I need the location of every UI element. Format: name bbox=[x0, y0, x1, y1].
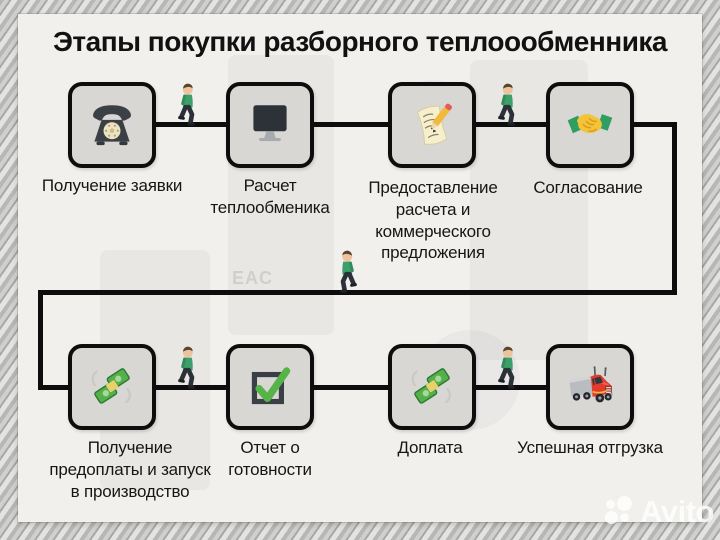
avito-brand-text: Avito bbox=[640, 494, 714, 529]
step-label-8: Успешная отгрузка bbox=[517, 438, 663, 457]
step-label-1: Получение заявки bbox=[41, 176, 183, 195]
connector-right-vertical bbox=[672, 122, 677, 295]
connector-left-vertical bbox=[38, 290, 43, 390]
walking-person-icon bbox=[178, 83, 195, 126]
step-box-4 bbox=[546, 82, 634, 168]
step-box-1 bbox=[68, 82, 156, 168]
avito-logo-icon bbox=[605, 496, 635, 528]
step-label-5: Получение предоплаты и запуск в производ… bbox=[49, 438, 211, 501]
step-label-6: Отчет о готовности bbox=[228, 438, 312, 479]
step-box-6 bbox=[226, 344, 314, 430]
ghost-eac-label: EAC bbox=[232, 268, 274, 288]
avito-watermark: Avito bbox=[605, 494, 714, 530]
step-box-5 bbox=[68, 344, 156, 430]
step-label-3: Предоставление расчета и коммерческого п… bbox=[368, 178, 498, 263]
memo-pencil-icon bbox=[416, 103, 452, 145]
step-box-2 bbox=[226, 82, 314, 168]
step-label-7: Доплата bbox=[397, 438, 463, 457]
walking-person-icon bbox=[178, 346, 195, 389]
step-box-3 bbox=[388, 82, 476, 168]
checkbox-icon bbox=[251, 367, 291, 405]
walking-person-icon bbox=[340, 250, 357, 293]
step-box-7 bbox=[388, 344, 476, 430]
money-icon bbox=[91, 368, 132, 404]
walking-person-icon bbox=[498, 83, 515, 126]
step-label-2: Расчет теплообменика bbox=[210, 176, 330, 217]
telephone-icon bbox=[93, 105, 131, 146]
monitor-icon bbox=[253, 105, 287, 142]
step-box-8 bbox=[546, 344, 634, 430]
truck-icon bbox=[569, 366, 613, 403]
page-title: Этапы покупки разборного теплоообменника bbox=[52, 26, 668, 57]
step-label-4: Согласование bbox=[533, 178, 643, 197]
connector-middle-horizontal bbox=[38, 290, 677, 295]
money-icon bbox=[411, 368, 452, 404]
handshake-icon bbox=[567, 114, 613, 134]
walking-person-icon bbox=[498, 346, 515, 389]
